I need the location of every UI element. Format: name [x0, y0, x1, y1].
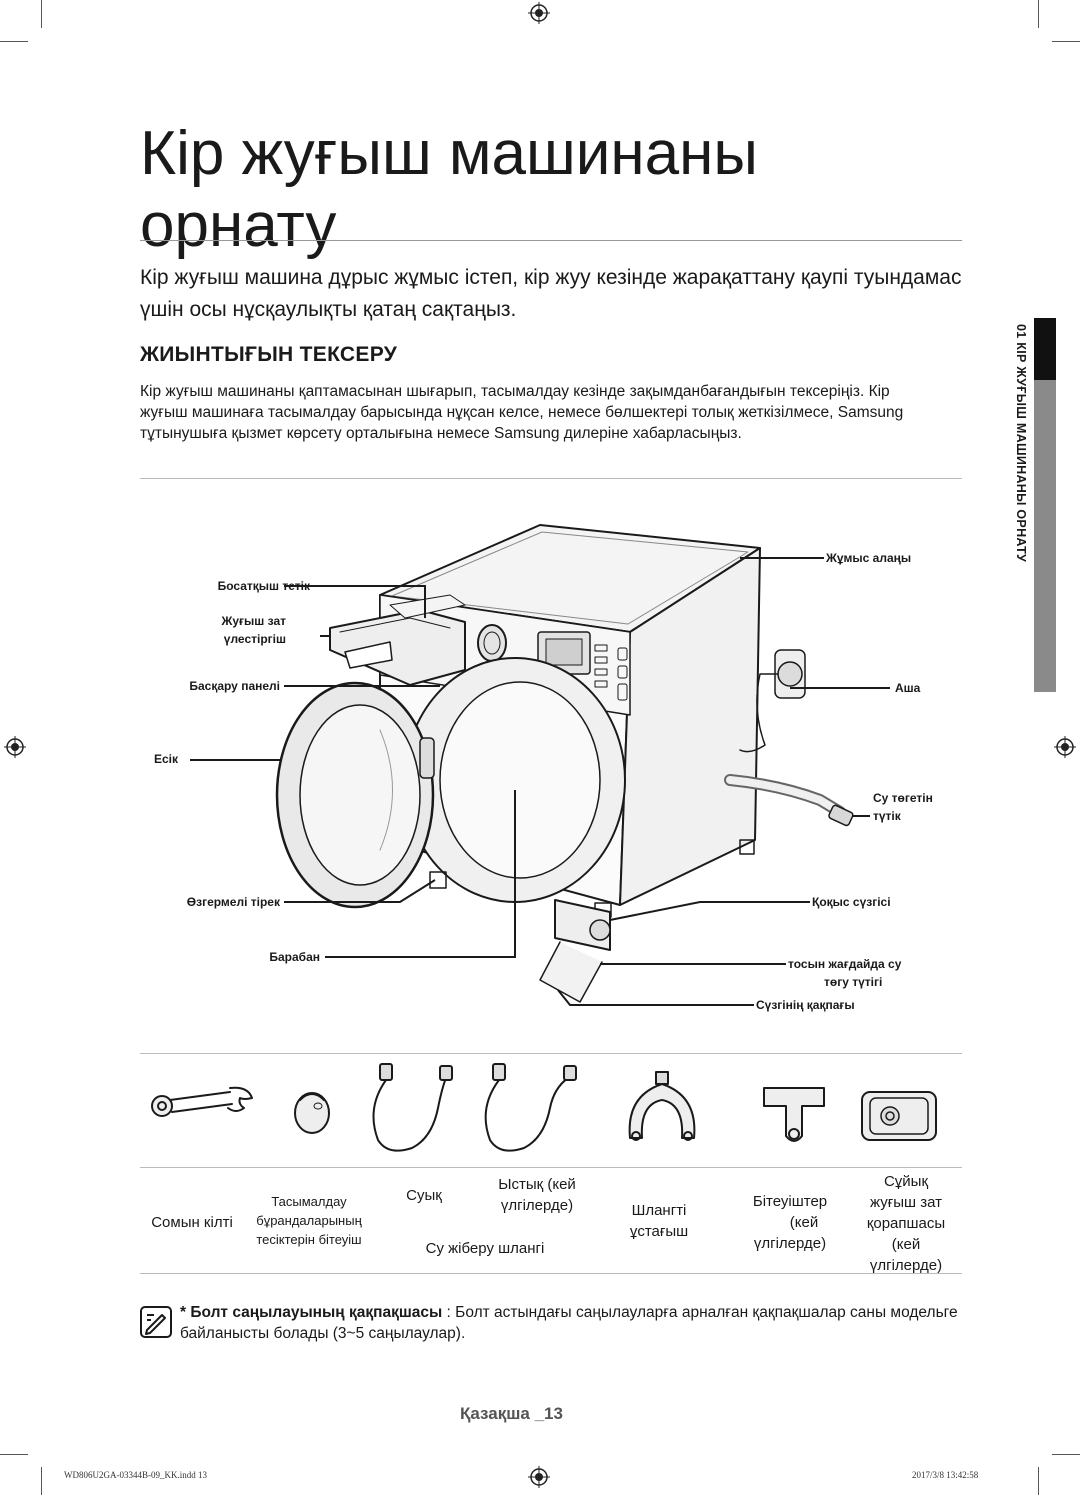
- label-detergent-drawer-line2: үлестіргіш: [223, 632, 286, 646]
- chapter-tab-label: 01 КІР ЖУҒЫШ МАШИНАНЫ ОРНАТУ: [1014, 324, 1028, 563]
- caption-blanking-caps: Бітеуіштер (кей үлгілерде): [735, 1191, 845, 1254]
- page-number: Қазақша _13: [460, 1404, 563, 1423]
- caption-liquid-detergent-line4: (кей: [891, 1236, 921, 1253]
- crop-mark: [1052, 1454, 1080, 1455]
- note-star: *: [180, 1304, 187, 1321]
- note-text: * Болт саңылауының қақпақшасы : Болт аст…: [180, 1302, 970, 1344]
- crop-mark: [0, 1454, 28, 1455]
- note-body: : Болт астындағы саңылауларға арналған қ…: [180, 1304, 958, 1342]
- caption-bolt-caps-line2: бұрандаларының: [256, 1213, 362, 1228]
- registration-mark-icon: [528, 1466, 550, 1488]
- label-debris-filter: Қоқыс сүзгісі: [812, 895, 891, 909]
- crop-mark: [1052, 41, 1080, 42]
- section-rule: [140, 478, 962, 479]
- page-title-line1: Кір жуғыш машинаны: [140, 119, 758, 188]
- label-drain-hose-line2: түтік: [873, 809, 901, 823]
- crop-mark: [41, 1467, 42, 1495]
- section-body: Кір жуғыш машинаны қаптамасынан шығарып,…: [140, 383, 904, 442]
- registration-mark-icon: [4, 736, 26, 758]
- crop-mark: [41, 0, 42, 28]
- bolt-cap-icon: [294, 1092, 330, 1134]
- title-rule: [140, 240, 962, 241]
- caption-cold-hose: Суық: [406, 1187, 442, 1204]
- caption-water-supply-hose: Су жіберу шлангі: [425, 1240, 545, 1257]
- label-filter-cover: Сүзгінің қақпағы: [756, 998, 855, 1012]
- caption-blanking-caps-line3: үлгілерде): [753, 1235, 827, 1252]
- caption-hose-guide-line1: Шлангті: [631, 1202, 687, 1219]
- label-emergency-hose-line2: төгу түтігі: [824, 975, 883, 989]
- caption-hose-guide: Шлангті ұстағыш: [614, 1200, 704, 1242]
- accessories-rule-bottom: [140, 1273, 962, 1274]
- label-drum: Барабан: [269, 950, 320, 964]
- page-title-line2: орнату: [140, 191, 337, 260]
- file-info: WD806U2GA-03344B-09_KK.indd 13: [64, 1470, 207, 1480]
- label-plug: Аша: [895, 681, 921, 695]
- note-bold-term: Болт саңылауының қақпақшасы: [190, 1304, 443, 1321]
- page-title: Кір жуғыш машинаны орнату: [140, 118, 758, 262]
- label-control-panel: Басқару панелі: [189, 679, 280, 693]
- caption-bolt-caps: Тасымалдау бұрандаларының тесіктерін біт…: [244, 1192, 374, 1249]
- label-emergency-hose-line1: тосын жағдайда су: [788, 957, 902, 971]
- lead-paragraph: Кір жуғыш машина дұрыс жұмыс істеп, кір …: [140, 266, 962, 321]
- caption-blanking-caps-line1: Бітеуіштер: [752, 1193, 828, 1210]
- caption-hot-hose: Ыстық (кей үлгілерде): [482, 1174, 592, 1216]
- label-release-lever: Босатқыш тетік: [217, 579, 310, 593]
- label-worktop: Жұмыс алаңы: [826, 551, 912, 565]
- caption-liquid-detergent-line2: жуғыш зат: [870, 1194, 942, 1211]
- blanking-cap-icon: [763, 1087, 825, 1142]
- caption-liquid-detergent-line5: үлгілерде): [869, 1257, 943, 1274]
- section-title: ЖИЫНТЫҒЫН ТЕКСЕРУ: [140, 343, 398, 366]
- crop-mark: [1038, 0, 1039, 28]
- accessories-rule-mid: [140, 1167, 962, 1168]
- label-adjustable-feet: Өзгермелі тірек: [186, 895, 280, 909]
- crop-mark: [1038, 1467, 1039, 1495]
- liquid-detergent-container-icon: [861, 1091, 937, 1141]
- washing-machine-diagram: [190, 524, 890, 1006]
- registration-mark-icon: [528, 2, 550, 24]
- caption-liquid-detergent-line3: қорапшасы: [866, 1215, 946, 1232]
- caption-liquid-detergent-line1: Сұйық: [883, 1173, 929, 1190]
- spanner-icon: [151, 1086, 253, 1117]
- caption-spanner: Сомын кілті: [151, 1214, 233, 1231]
- hot-hose-icon: [484, 1063, 577, 1152]
- caption-hot-hose-line1: Ыстық (кей: [498, 1176, 576, 1193]
- caption-bolt-caps-line1: Тасымалдау: [271, 1194, 347, 1209]
- chapter-tab-marker: [1034, 318, 1056, 380]
- hose-guide-icon: [628, 1071, 696, 1141]
- caption-liquid-detergent: Сұйық жуғыш зат қорапшасы (кей үлгілерде…: [850, 1171, 962, 1276]
- accessories-illustration: [151, 1063, 937, 1152]
- crop-mark: [0, 41, 28, 42]
- cold-hose-icon: [372, 1063, 453, 1152]
- caption-blanking-caps-line2: (кей: [789, 1214, 819, 1231]
- caption-hot-hose-line2: үлгілерде): [500, 1197, 574, 1214]
- note-icon: [140, 1306, 172, 1338]
- accessories-rule-top: [140, 1053, 962, 1054]
- registration-mark-icon: [1054, 736, 1076, 758]
- chapter-tab-bar: [1034, 380, 1056, 692]
- caption-bolt-caps-line3: тесіктерін бітеуіш: [256, 1232, 362, 1247]
- caption-hose-guide-line2: ұстағыш: [629, 1223, 689, 1240]
- label-door: Есік: [154, 752, 179, 766]
- label-detergent-drawer-line1: Жуғыш зат: [221, 614, 286, 628]
- print-date: 2017/3/8 13:42:58: [912, 1470, 979, 1480]
- label-drain-hose-line1: Су төгетін: [873, 791, 933, 805]
